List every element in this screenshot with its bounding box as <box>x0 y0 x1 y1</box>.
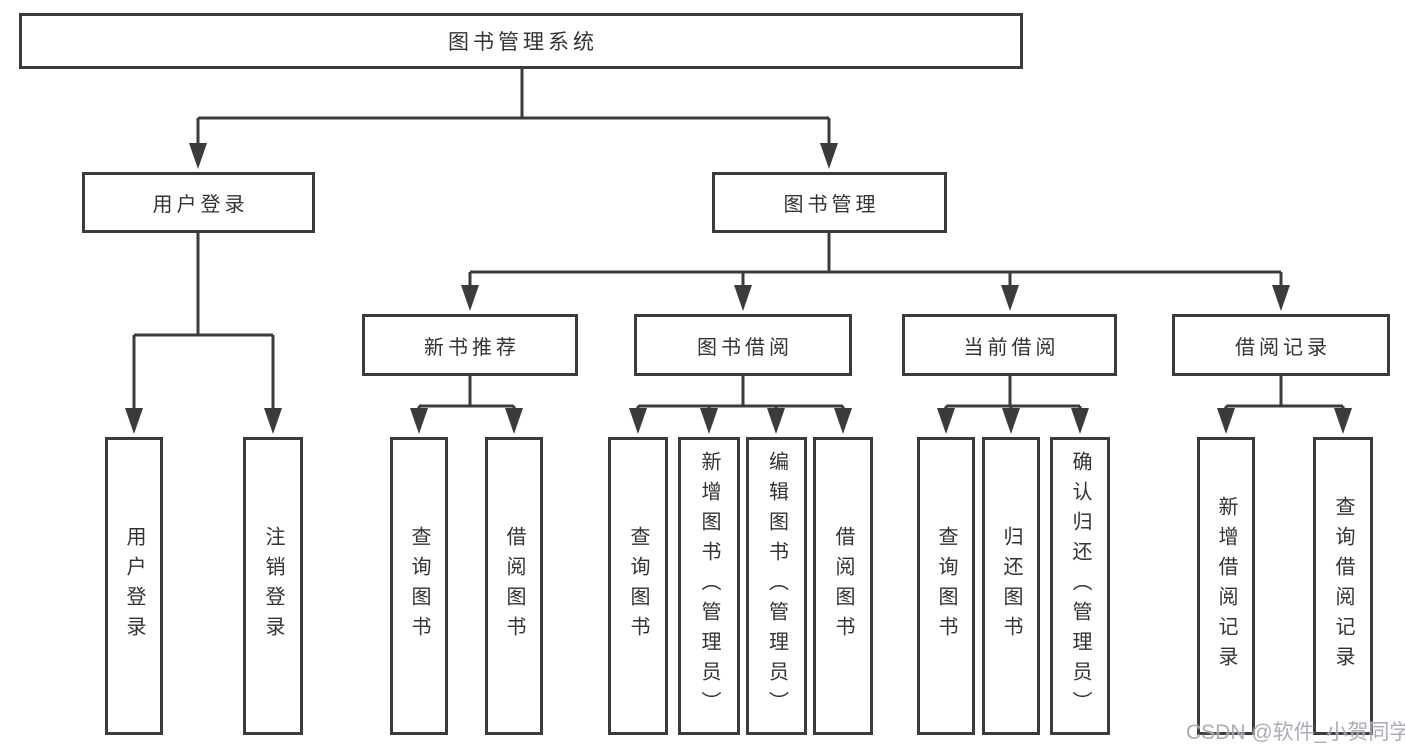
arrow-icon <box>461 285 479 311</box>
node-leaf-query-books-1: 查询图书 <box>390 437 448 735</box>
node-leaf-user-login: 用户登录 <box>105 437 163 735</box>
arrow-icon <box>734 285 752 311</box>
connector-new-book-rec <box>417 376 516 409</box>
node-label: 编辑图书（管理员） <box>765 451 788 721</box>
arrow-icon <box>189 143 207 169</box>
node-label: 借阅图书 <box>832 526 854 646</box>
arrow-icon <box>125 408 143 434</box>
arrow-icon <box>1272 285 1290 311</box>
node-label: 新增图书（管理员） <box>698 451 720 721</box>
connector-book-borrow <box>636 376 845 409</box>
node-leaf-query-borrow-record: 查询借阅记录 <box>1313 437 1373 735</box>
arrow-icon <box>937 408 955 434</box>
node-label: 图书管理 <box>783 194 880 216</box>
node-leaf-edit-books-admin: 编辑图书（管理员） <box>746 437 807 735</box>
node-label: 确认归还（管理员） <box>1069 451 1091 721</box>
node-label: 图书管理系统 <box>448 31 598 54</box>
node-new-book-recommendation: 新书推荐 <box>362 314 578 376</box>
node-leaf-query-books-3: 查询图书 <box>917 437 975 735</box>
arrow-icon <box>834 408 852 434</box>
node-current-borrowing: 当前借阅 <box>902 314 1117 376</box>
arrow-icon <box>1002 408 1020 434</box>
node-leaf-confirm-return-admin: 确认归还（管理员） <box>1050 437 1110 735</box>
node-label: 新书推荐 <box>424 336 520 359</box>
connector-user-login <box>132 233 275 409</box>
node-label: 借阅图书 <box>503 526 525 646</box>
arrow-icon <box>1217 408 1235 434</box>
connector-book-mgmt <box>468 233 1283 286</box>
connector-root <box>196 69 831 144</box>
node-label: 归还图书 <box>1000 526 1022 646</box>
arrow-icon <box>767 408 785 434</box>
node-book-borrowing: 图书借阅 <box>634 314 852 376</box>
arrow-icon <box>505 408 523 434</box>
csdn-watermark: CSDN @软件_小贺同学 <box>1186 721 1405 744</box>
node-label: 注销登录 <box>262 526 284 646</box>
node-label: 查询图书 <box>408 526 430 646</box>
arrow-icon <box>410 408 428 434</box>
arrowheads <box>125 143 1352 434</box>
arrow-icon <box>1071 408 1089 434</box>
node-label: 图书借阅 <box>697 336 793 359</box>
node-leaf-logout: 注销登录 <box>243 437 303 735</box>
node-label: 借阅记录 <box>1235 336 1331 359</box>
arrow-icon <box>629 408 647 434</box>
node-user-login: 用户登录 <box>82 172 315 233</box>
arrow-icon <box>700 408 718 434</box>
node-leaf-add-books-admin: 新增图书（管理员） <box>678 437 740 735</box>
connector-borrow-records <box>1224 376 1345 409</box>
node-label: 用户登录 <box>123 526 145 646</box>
node-leaf-borrow-books-2: 借阅图书 <box>813 437 873 735</box>
node-leaf-return-books: 归还图书 <box>982 437 1040 735</box>
node-borrowing-records: 借阅记录 <box>1172 314 1390 376</box>
node-book-management: 图书管理 <box>712 172 947 233</box>
connector-current-borrow <box>944 376 1082 409</box>
node-library-system: 图书管理系统 <box>19 13 1023 69</box>
node-leaf-query-books-2: 查询图书 <box>608 437 668 735</box>
arrow-icon <box>264 408 282 434</box>
node-label: 查询图书 <box>935 526 957 646</box>
arrow-icon <box>1334 408 1352 434</box>
node-label: 用户登录 <box>152 194 249 216</box>
arrow-icon <box>1001 285 1019 311</box>
node-leaf-borrow-books-1: 借阅图书 <box>485 437 543 735</box>
arrow-icon <box>820 143 838 169</box>
node-label: 当前借阅 <box>963 336 1060 359</box>
node-label: 查询借阅记录 <box>1332 496 1354 676</box>
node-label: 查询图书 <box>627 526 649 646</box>
node-label: 新增借阅记录 <box>1215 496 1237 676</box>
node-leaf-add-borrow-record: 新增借阅记录 <box>1197 437 1255 735</box>
